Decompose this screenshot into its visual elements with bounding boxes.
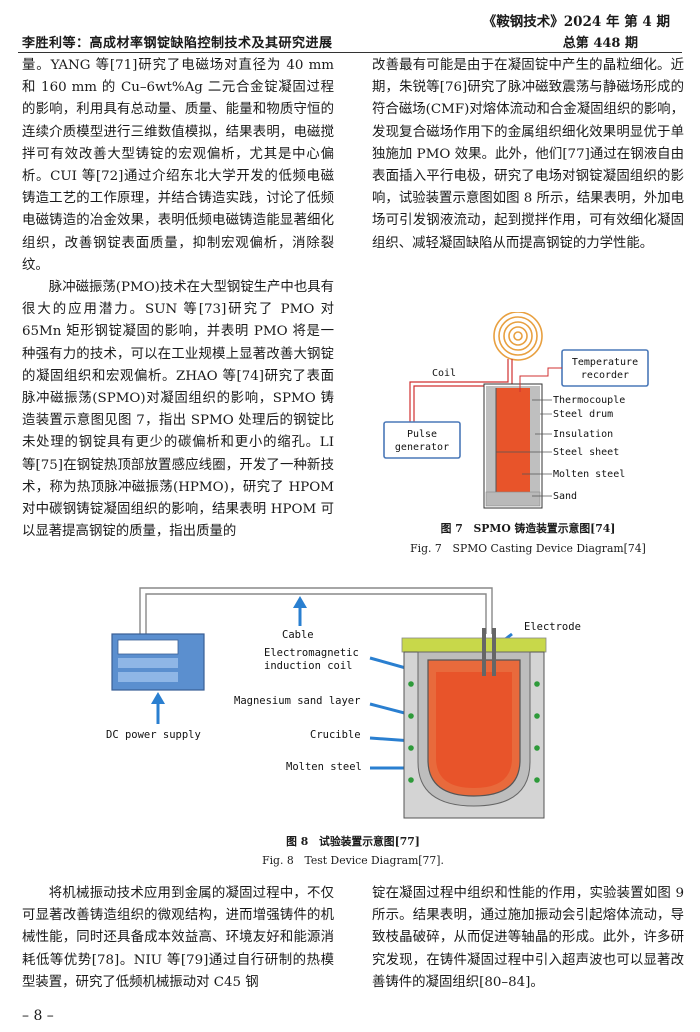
page-number: – 8 – [22, 1008, 54, 1024]
induction-coil-dots [408, 681, 540, 783]
figure-7-caption-zh: 图 7 SPMO 铸造装置示意图[74] [440, 522, 616, 535]
paragraph: 改善最有可能是由于在凝固锭中产生的晶粒细化。近期，朱锐等[76]研究了脉冲磁致震… [372, 58, 684, 251]
running-title: 李胜利等：高成材率钢锭缺陷控制技术及其研究进展 [22, 36, 333, 51]
furnace-lid [401, 637, 547, 653]
insulation-label: Insulation [553, 429, 613, 440]
figure-7-diagram: Temperature recorder Pulse generator Coi… [383, 312, 649, 509]
paragraph: 脉冲磁振荡(PMO)技术在大型钢锭生产中也具有很大的应用潜力。SUN 等[73]… [22, 280, 334, 540]
left-column: 量。YANG 等[71]研究了电磁场对直径为 40 mm 和 160 mm 的 … [22, 55, 334, 543]
right-column: 改善最有可能是由于在凝固锭中产生的晶粒细化。近期，朱锐等[76]研究了脉冲磁致震… [372, 55, 684, 255]
sand-label: Sand [553, 491, 577, 502]
dc-power-supply-box [111, 633, 205, 691]
temperature-recorder-label-line2: recorder [581, 370, 629, 381]
electrode [492, 628, 496, 676]
dc-power-label: DC power supply [106, 729, 201, 741]
paragraph: 将机械振动技术应用到金属的凝固过程中，不仅可显著改善铸造组织的微观结构，进而增强… [22, 886, 334, 990]
cable [139, 587, 493, 634]
bottom-right-column: 锭在凝固过程中组织和性能的作用，实验装置如图 9 所示。结果表明，通过施加振动会… [372, 883, 684, 994]
header-rule [18, 52, 682, 53]
pulse-generator-label-line2: generator [395, 442, 449, 453]
crucible-label: Crucible [310, 729, 361, 741]
paragraph: 量。YANG 等[71]研究了电磁场对直径为 40 mm 和 160 mm 的 … [22, 58, 334, 273]
paragraph: 锭在凝固过程中组织和性能的作用，实验装置如图 9 所示。结果表明，通过施加振动会… [372, 886, 684, 990]
figure-8-caption-en: Fig. 8 Test Device Diagram[77]. [262, 854, 444, 867]
cable-label: Cable [282, 629, 314, 641]
journal-header: 《鞍钢技术》2024 年 第 4 期 [482, 14, 670, 30]
coil-label: Coil [432, 368, 456, 379]
electrode [482, 628, 486, 676]
coil-wires [409, 359, 513, 424]
molten-steel-ingot [496, 388, 530, 492]
thermocouple-label: Thermocouple [553, 395, 625, 406]
molten-steel [436, 672, 512, 788]
induction-coil-label-line2: induction coil [264, 660, 353, 672]
issue-number: 总第 448 期 [562, 36, 638, 51]
figure-8-diagram: Cable Electrode Electromagnetic inductio… [106, 587, 581, 819]
pulse-generator-label: Pulse [407, 429, 437, 440]
temperature-recorder-label: Temperature [572, 357, 638, 368]
molten-steel-label: Molten steel [553, 469, 625, 480]
pulse-generator-box [383, 421, 461, 459]
figure-7-caption-en: Fig. 7 SPMO Casting Device Diagram[74] [410, 542, 646, 555]
magnesium-sand-label: Magnesium sand layer [234, 695, 360, 707]
thermocouple-wire [519, 367, 562, 392]
steel-drum-label: Steel drum [553, 409, 613, 420]
steel-sheet-label: Steel sheet [553, 447, 619, 458]
induction-coil-label: Electromagnetic [264, 647, 359, 659]
sand-base [485, 491, 541, 507]
bottom-left-column: 将机械振动技术应用到金属的凝固过程中，不仅可显著改善铸造组织的微观结构，进而增强… [22, 883, 334, 994]
figure-8-caption-zh: 图 8 试验装置示意图[77] [286, 835, 420, 848]
electrode-label: Electrode [524, 621, 581, 633]
molten-steel-label: Molten steel [286, 761, 362, 773]
spiral-coil-icon [493, 312, 543, 361]
